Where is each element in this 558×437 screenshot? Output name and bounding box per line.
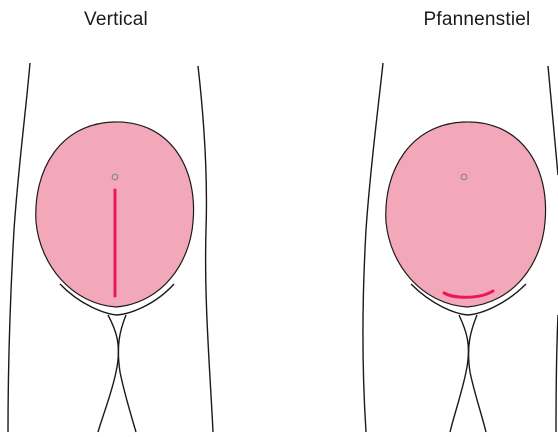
abdomen-bump: [386, 122, 546, 307]
body-outline-left-side: [8, 63, 30, 432]
body-outline-left-side: [363, 63, 383, 432]
pfannenstiel-panel: [363, 63, 558, 432]
leg-gap-right: [469, 315, 486, 432]
leg-gap-right: [118, 315, 136, 432]
leg-gap-left: [450, 315, 468, 432]
leg-gap-left: [98, 315, 118, 432]
body-outline-right-side: [548, 66, 558, 175]
body-outline-right-side: [198, 66, 213, 432]
vertical-panel: [8, 63, 213, 432]
